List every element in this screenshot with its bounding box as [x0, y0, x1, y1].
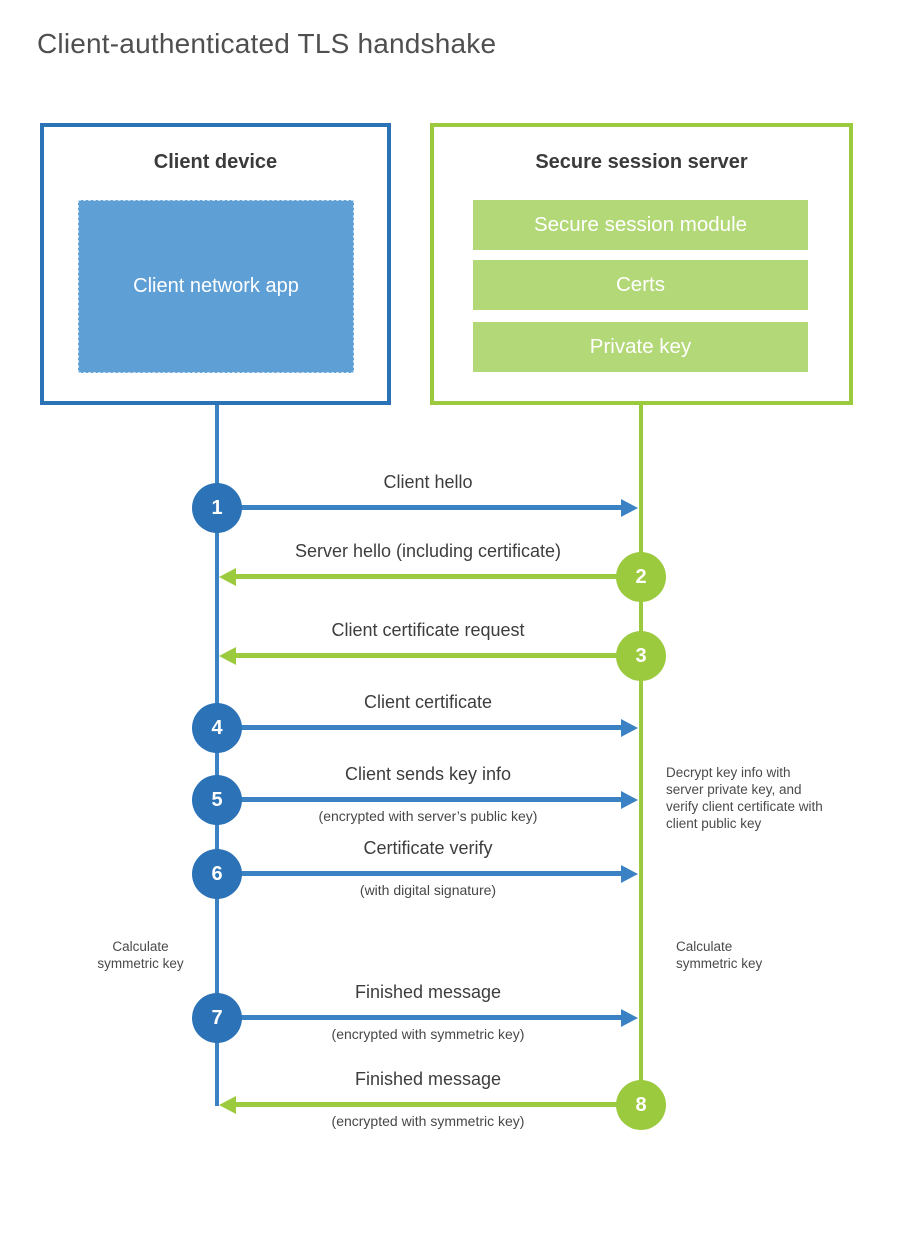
arrowhead-icon	[219, 1095, 236, 1114]
calculate-symmetric-key-note-client: Calculate symmetric key	[97, 939, 184, 971]
client-device-title: Client device	[153, 151, 278, 173]
message-sublabel: (encrypted with symmetric key)	[331, 1026, 525, 1042]
decrypt-key-note: Decrypt key info with server private key…	[666, 765, 823, 831]
arrow-right-icon	[217, 718, 638, 737]
step-number-badge: 2	[616, 552, 666, 602]
server-module-private-key: Private key	[473, 322, 808, 372]
message-label: Client certificate request	[331, 620, 525, 640]
arrowhead-icon	[219, 567, 236, 586]
message-label: Finished message	[354, 982, 502, 1002]
message-label: Server hello (including certificate)	[294, 541, 562, 561]
arrowhead-icon	[621, 790, 638, 809]
message-label: Client certificate	[363, 692, 493, 712]
step-number-badge: 6	[192, 849, 242, 899]
arrow-right-icon	[217, 1008, 638, 1027]
client-network-app-box: Client network app	[78, 200, 354, 373]
client-lifeline	[215, 405, 219, 1106]
step-number-badge: 3	[616, 631, 666, 681]
step-number-badge: 4	[192, 703, 242, 753]
message-label: Certificate verify	[363, 838, 493, 858]
message-label: Finished message	[354, 1069, 502, 1089]
step-number-badge: 7	[192, 993, 242, 1043]
calculate-symmetric-key-note-server: Calculate symmetric key	[676, 939, 763, 971]
arrow-right-icon	[217, 498, 638, 517]
step-number-badge: 8	[616, 1080, 666, 1130]
message-sublabel: (encrypted with server’s public key)	[318, 808, 538, 824]
arrowhead-icon	[621, 718, 638, 737]
arrowhead-icon	[621, 1008, 638, 1027]
server-module-secure-session: Secure session module	[473, 200, 808, 250]
arrow-left-icon	[219, 567, 641, 586]
page-title: Client-authenticated TLS handshake	[37, 28, 497, 59]
arrowhead-icon	[621, 864, 638, 883]
message-sublabel: (encrypted with symmetric key)	[331, 1113, 525, 1129]
message-label: Client sends key info	[344, 764, 512, 784]
message-sublabel: (with digital signature)	[359, 882, 497, 898]
step-number-badge: 5	[192, 775, 242, 825]
step-number-badge: 1	[192, 483, 242, 533]
secure-session-server-title: Secure session server	[535, 151, 748, 173]
arrowhead-icon	[621, 498, 638, 517]
arrow-left-icon	[219, 646, 641, 665]
server-module-certs: Certs	[473, 260, 808, 310]
message-label: Client hello	[383, 472, 473, 492]
arrowhead-icon	[219, 646, 236, 665]
arrow-right-icon	[217, 790, 638, 809]
arrow-right-icon	[217, 864, 638, 883]
server-lifeline	[639, 405, 643, 1104]
arrow-left-icon	[219, 1095, 641, 1114]
